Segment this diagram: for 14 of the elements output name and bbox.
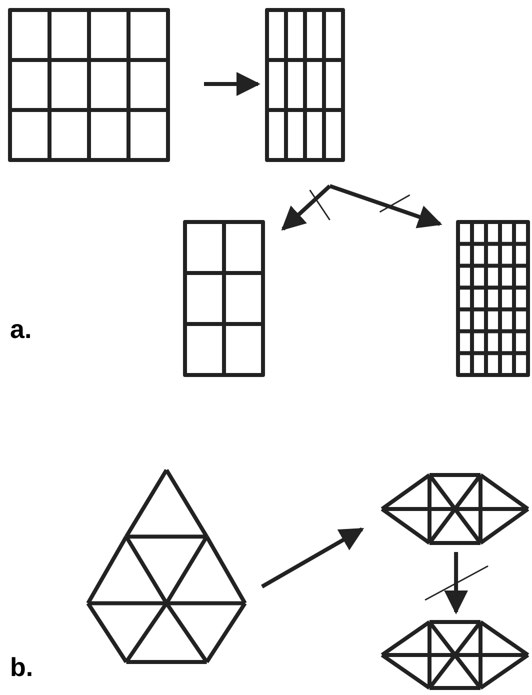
panel-label: b. (10, 654, 34, 680)
grid-drawing (265, 8, 345, 162)
arrow (261, 527, 364, 588)
grid-drawing (8, 8, 170, 162)
grid-drawing (183, 220, 265, 377)
arrow (281, 184, 332, 231)
triangle-mesh-drawing (86, 468, 247, 664)
arrow (329, 184, 442, 228)
rhombus-mesh-drawing (380, 473, 530, 545)
arrow (424, 552, 488, 614)
panel-label: a. (10, 316, 32, 342)
grid-drawing (456, 220, 530, 377)
rhombus-mesh-drawing (380, 620, 530, 690)
arrow (204, 72, 260, 96)
